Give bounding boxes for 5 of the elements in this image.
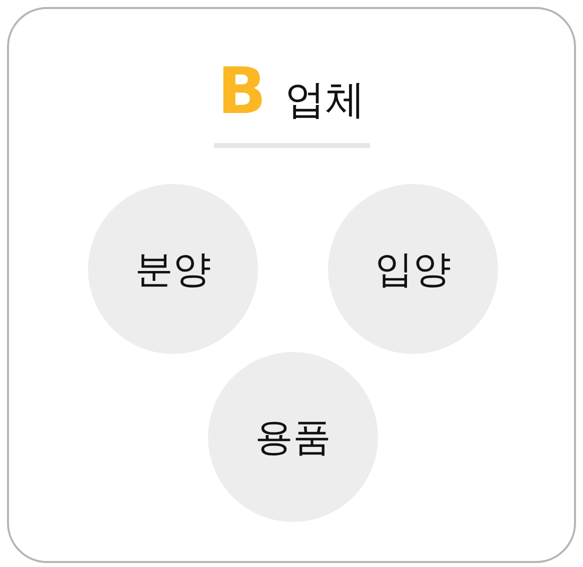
category-circle: 분양 bbox=[88, 184, 258, 354]
category-circle: 용품 bbox=[208, 352, 378, 522]
card-title: B 업체 bbox=[218, 60, 365, 124]
card-panel bbox=[7, 7, 576, 563]
category-circle: 입양 bbox=[328, 184, 498, 354]
